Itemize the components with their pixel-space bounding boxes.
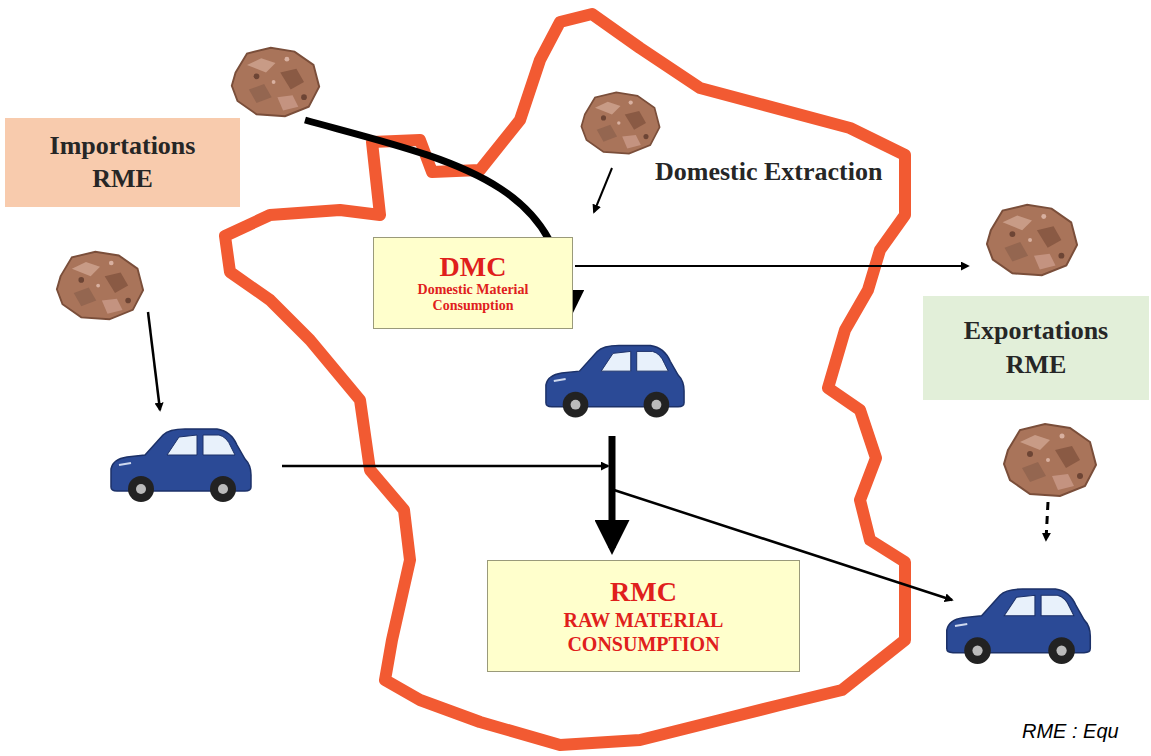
flow-arrow	[1046, 502, 1048, 540]
flow-arrow	[575, 265, 968, 267]
france-outline	[225, 14, 905, 745]
flow-arrow	[305, 120, 567, 318]
import-box: Importations RME	[5, 118, 240, 207]
flow-arrow	[609, 436, 616, 548]
rock	[581, 92, 659, 153]
rock	[987, 205, 1077, 276]
rock	[232, 48, 319, 116]
rock	[1004, 424, 1096, 496]
flow-arrow	[594, 168, 612, 212]
box-heading: Importations RME	[35, 130, 210, 195]
rock	[57, 252, 143, 320]
box-subtext: RAW MATERIAL CONSUMPTION	[529, 608, 759, 656]
extraction-label: Domestic Extraction	[655, 155, 882, 189]
flow-arrow	[282, 465, 608, 468]
box-subtext: Domestic Material Consumption	[388, 282, 558, 314]
box-heading: RMC	[610, 576, 677, 608]
dmc-box: DMCDomestic Material Consumption	[373, 237, 573, 329]
box-heading: DMC	[440, 252, 507, 283]
flow-arrow	[148, 312, 160, 410]
footnote-text: RME : Equ	[1022, 718, 1119, 744]
box-heading: Exportations RME	[936, 314, 1136, 382]
car	[947, 589, 1091, 664]
car	[546, 345, 684, 417]
car	[111, 429, 251, 502]
rmc-box: RMCRAW MATERIAL CONSUMPTION	[487, 560, 800, 672]
export-box: Exportations RME	[923, 296, 1149, 400]
